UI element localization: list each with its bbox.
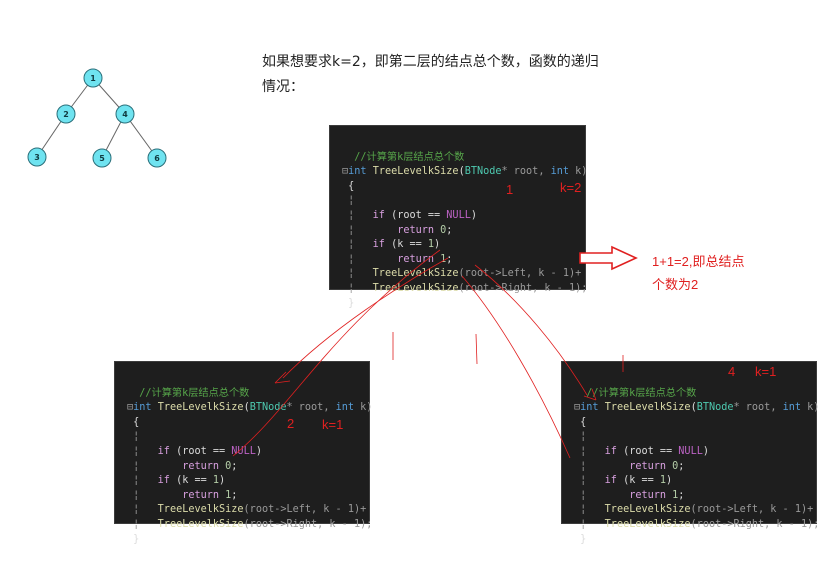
tree-node-2: [56, 104, 76, 124]
right-k-value: k=1: [755, 364, 777, 379]
code-call-right: ¦ TreeLevelkSize(root->Right, k - 1);: [574, 518, 820, 530]
recursion-return-left: [232, 249, 441, 457]
recursion-arrow-right: [474, 264, 588, 396]
code-if-k1: ¦ if (k == 1): [127, 475, 226, 487]
caption-line-1: 如果想要求k=2，即第二层的结点总个数，函数的递归: [262, 54, 599, 70]
code-if-k1: ¦ if (k == 1): [574, 475, 673, 487]
recursion-arrow-left: [282, 257, 449, 379]
tree-node-label: 1: [90, 74, 96, 83]
code-block-top: //计算第k层结点总个数 ⊟int TreeLevelkSize(BTNode* …: [329, 125, 588, 309]
result-note-line-1: 1+1=2,即总结点: [652, 254, 745, 269]
code-blank: ¦: [342, 195, 355, 207]
code-if-k1: ¦ if (k == 1): [342, 239, 441, 251]
code-comment: //计算第k层结点总个数: [354, 151, 465, 163]
tree-node-label: 2: [63, 110, 69, 119]
code-block-right: //计算第k层结点总个数 ⊟int TreeLevelkSize(BTNode* …: [561, 361, 820, 545]
code-signature: ⊟int TreeLevelkSize(BTNode* root, int k): [574, 402, 820, 414]
result-note-line-2: 个数为2: [652, 277, 699, 292]
code-blank: ¦: [127, 431, 140, 443]
top-k-value: k=2: [560, 180, 582, 195]
left-k-value: k=1: [322, 417, 344, 432]
code-return-0: ¦ return 0;: [127, 460, 238, 472]
tree-node-1: [83, 68, 103, 88]
code-if-null: ¦ if (root == NULL): [574, 445, 709, 457]
mark-2: [475, 333, 478, 365]
tree-node-label: 3: [34, 153, 40, 162]
code-brace-close: }: [348, 297, 355, 309]
code-brace-close: }: [133, 533, 140, 545]
recursion-arrow-right-head: [583, 388, 597, 401]
code-signature: ⊟int TreeLevelkSize(BTNode* root, int k): [127, 402, 373, 414]
tree-node-5: [92, 148, 112, 168]
code-signature: ⊟int TreeLevelkSize(BTNode* root, int k): [342, 166, 588, 178]
left-step-number: 2: [287, 416, 295, 431]
caption-line-2: 情况：: [262, 79, 304, 95]
code-if-null: ¦ if (root == NULL): [342, 209, 477, 221]
code-call-left: ¦ TreeLevelkSize(root->Left, k - 1)+: [342, 268, 582, 280]
code-comment: //计算第k层结点总个数: [139, 387, 250, 399]
code-brace-open: {: [133, 416, 140, 428]
caption: 如果想要求k=2，即第二层的结点总个数，函数的递归 情况：: [262, 50, 622, 100]
tree-node-3: [27, 147, 47, 167]
code-if-null: ¦ if (root == NULL): [127, 445, 262, 457]
right-step-number: 4: [728, 364, 736, 379]
tree-node-label: 4: [122, 110, 128, 119]
code-call-left: ¦ TreeLevelkSize(root->Left, k - 1)+: [127, 504, 367, 516]
code-return-1: ¦ return 1;: [127, 489, 238, 501]
code-block-left: //计算第k层结点总个数 ⊟int TreeLevelkSize(BTNode* …: [114, 361, 373, 545]
code-return-0: ¦ return 0;: [574, 460, 685, 472]
tree-node-6: [147, 148, 167, 168]
code-brace-open: {: [580, 416, 587, 428]
tree-node-4: [115, 104, 135, 124]
result-arrow: [579, 245, 638, 271]
code-return-0: ¦ return 0;: [342, 224, 453, 236]
tree-node-label: 6: [154, 154, 160, 163]
recursion-return-right: [461, 275, 571, 459]
code-return-1: ¦ return 1;: [574, 489, 685, 501]
code-blank: ¦: [574, 431, 587, 443]
code-return-1: ¦ return 1;: [342, 253, 453, 265]
code-comment: //计算第k层结点总个数: [586, 387, 697, 399]
top-step-number: 1: [506, 182, 514, 197]
code-brace-close: }: [580, 533, 587, 545]
code-brace-open: {: [348, 180, 355, 192]
recursion-arrow-left-head: [274, 371, 291, 384]
code-call-right: ¦ TreeLevelkSize(root->Right, k - 1);: [127, 518, 373, 530]
code-call-right: ¦ TreeLevelkSize(root->Right, k - 1);: [342, 282, 588, 294]
tree-node-label: 5: [99, 154, 105, 163]
code-call-left: ¦ TreeLevelkSize(root->Left, k - 1)+: [574, 504, 814, 516]
